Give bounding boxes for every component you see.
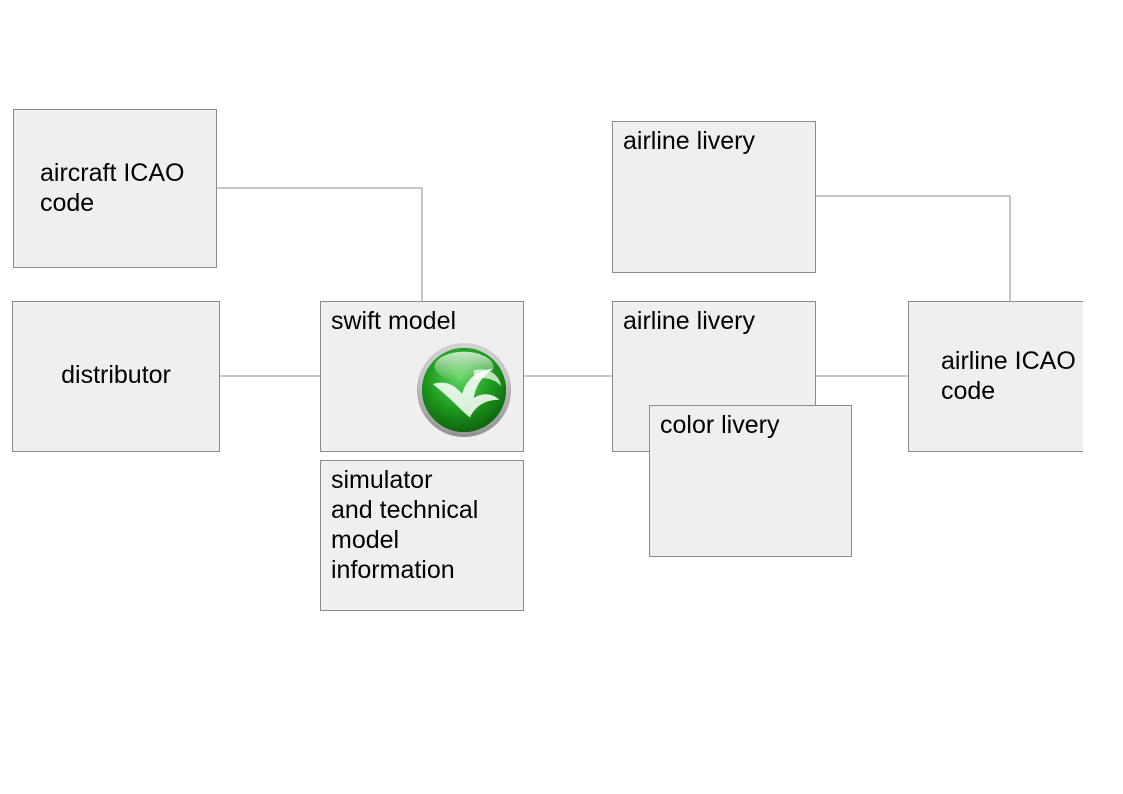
- node-label: airline livery: [623, 307, 755, 335]
- node-label: airline ICAO code: [941, 347, 1076, 405]
- connector-aircraft-icao-to-swift-model: [217, 187, 423, 301]
- node-label: aircraft ICAO code: [40, 159, 185, 217]
- node-airline-livery-top: airline livery: [612, 121, 816, 273]
- node-airline-icao-code: airline ICAO code: [908, 301, 1083, 452]
- node-label: distributor: [61, 361, 171, 389]
- node-label: airline livery: [623, 127, 755, 155]
- node-label: simulator and technical model informatio…: [331, 466, 479, 584]
- connector-airline-livery-top-to-airline-icao: [816, 195, 1011, 301]
- node-distributor: distributor: [12, 301, 220, 452]
- node-label: color livery: [660, 411, 780, 439]
- node-aircraft-icao-code: aircraft ICAO code: [13, 109, 217, 268]
- node-label: swift model: [331, 307, 457, 335]
- node-simulator-technical-model-info: simulator and technical model informatio…: [320, 460, 524, 611]
- node-color-livery: color livery: [649, 405, 852, 557]
- node-swift-model: swift model: [320, 301, 524, 452]
- swift-logo-icon: [416, 342, 512, 438]
